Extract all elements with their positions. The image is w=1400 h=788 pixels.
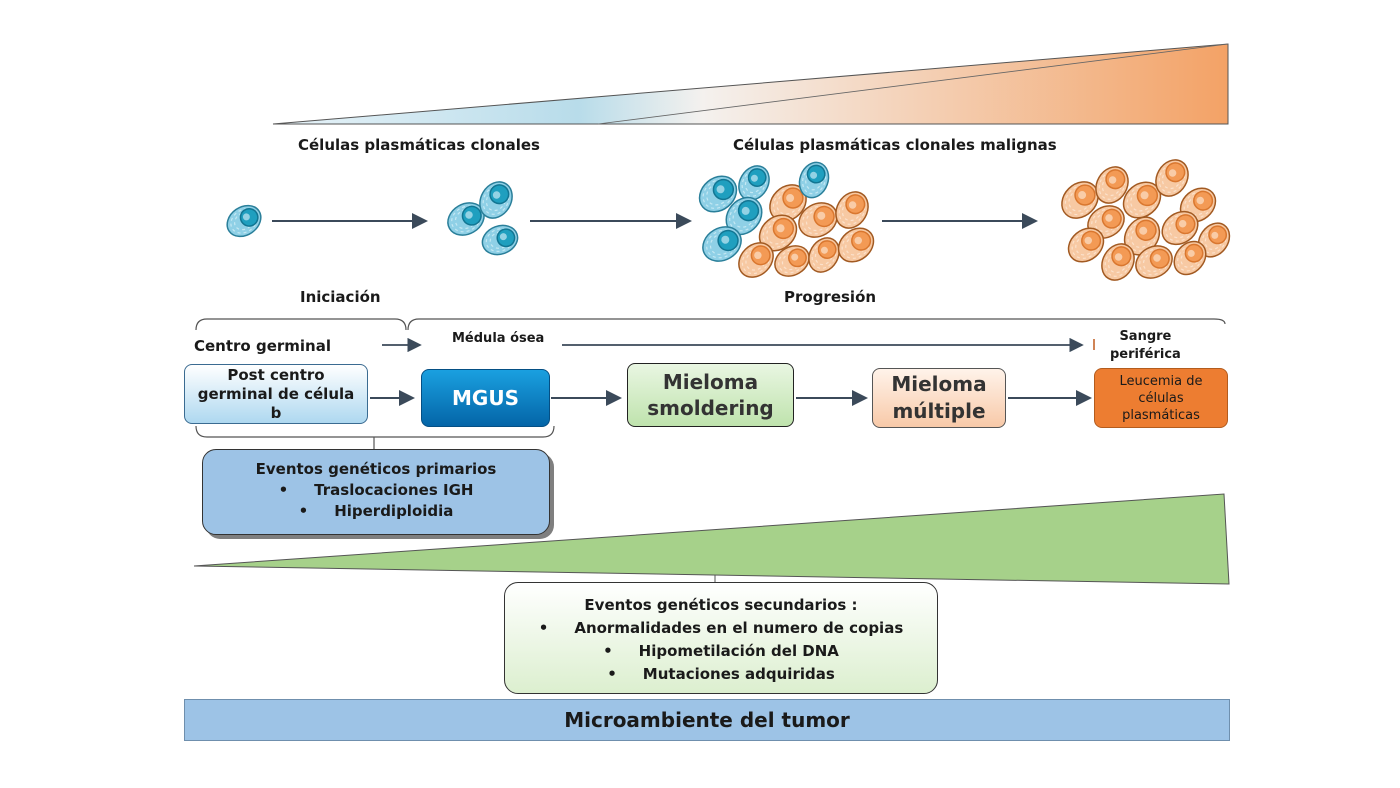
post-germinal-center-box: Post centro germinal de célula b <box>184 364 368 424</box>
clonal-plasma-cell <box>738 165 770 201</box>
mgus-box: MGUS <box>421 369 550 427</box>
malignant-plasma-cell <box>835 191 869 229</box>
malignant-plasma-cell <box>1095 166 1129 204</box>
secondary-event-item-text: Anormalidades en el numero de copias <box>574 619 904 637</box>
malignant-plasma-cell <box>837 227 875 263</box>
malignant-plasma-cell <box>1161 210 1199 246</box>
bullet-icon: • <box>538 619 549 637</box>
malignant-plasma-cell <box>798 202 838 238</box>
secondary-event-item: • Mutaciones adquiridas <box>505 663 937 686</box>
malignant-plasma-cell <box>1122 181 1162 219</box>
bone-marrow-label: Médula ósea <box>452 331 545 346</box>
multiple-myeloma-box: Mieloma múltiple <box>872 368 1006 428</box>
smoldering-myeloma-box: Mieloma smoldering <box>627 363 794 427</box>
malignant-plasma-cell <box>1061 181 1099 219</box>
primary-event-item: • Hiperdiploidia <box>203 501 549 522</box>
bullet-icon: • <box>298 502 309 520</box>
primary-events-title: Eventos genéticos primarios <box>255 460 497 478</box>
secondary-event-item: • Hipometilación del DNA <box>505 640 937 663</box>
germinal-center-label: Centro germinal <box>194 337 331 355</box>
malignant-plasma-cell <box>738 242 774 278</box>
primary-event-item-text: Traslocaciones IGH <box>314 481 474 499</box>
primary-events-bracket <box>195 425 555 438</box>
plasma-cell-leukemia-box: Leucemia de células plasmáticas <box>1094 368 1228 428</box>
secondary-event-item-text: Mutaciones adquiridas <box>642 665 835 683</box>
clonal-cells-label: Células plasmáticas clonales <box>298 136 540 154</box>
secondary-events-wedge <box>193 493 1230 585</box>
malignant-plasma-cell <box>774 245 810 277</box>
initiation-bracket <box>195 318 407 331</box>
bullet-icon: • <box>278 481 289 499</box>
clonal-plasma-cell <box>725 196 763 236</box>
secondary-event-item: • Anormalidades en el numero de copias <box>505 617 937 640</box>
bullet-icon: • <box>603 642 613 660</box>
clonal-plasma-cell <box>698 175 738 213</box>
primary-event-item-text: Hiperdiploidia <box>334 502 454 520</box>
clonal-plasma-cell <box>702 226 742 262</box>
malignant-plasma-cell <box>1123 216 1161 256</box>
malignant-cells-label: Células plasmáticas clonales malignas <box>733 136 1057 154</box>
clonal-plasma-cell <box>481 224 519 256</box>
malignant-plasma-cell <box>758 214 798 252</box>
bullet-icon: • <box>607 665 617 683</box>
progression-gradient-wedge <box>272 43 1229 125</box>
secondary-events-panel: Eventos genéticos secundarios : • Anormal… <box>504 582 938 694</box>
clonal-plasma-cell <box>798 161 830 199</box>
initiation-label: Iniciación <box>300 288 381 306</box>
secondary-event-item-text: Hipometilación del DNA <box>638 642 839 660</box>
malignant-plasma-cell <box>1067 227 1105 263</box>
clonal-plasma-cell <box>226 204 262 238</box>
primary-event-item: • Traslocaciones IGH <box>203 480 549 501</box>
malignant-plasma-cell <box>1155 159 1189 197</box>
clonal-plasma-cell <box>447 202 485 236</box>
peripheral-blood-label: Sangre periférica <box>1110 329 1181 362</box>
tumor-microenvironment-bar: Microambiente del tumor <box>184 699 1230 741</box>
malignant-plasma-cell <box>1135 245 1173 279</box>
progression-bracket <box>407 318 1226 331</box>
secondary-events-title: Eventos genéticos secundarios : <box>584 596 858 614</box>
malignant-plasma-cell <box>1101 243 1135 281</box>
progression-label: Progresión <box>784 288 877 306</box>
malignant-plasma-cell <box>769 184 807 222</box>
malignant-plasma-cell <box>808 237 840 273</box>
malignant-plasma-cell <box>1197 222 1231 258</box>
malignant-plasma-cell <box>1173 240 1207 276</box>
plasma-cells <box>226 159 1231 281</box>
primary-events-panel: Eventos genéticos primarios • Traslocacio… <box>202 449 550 535</box>
clonal-plasma-cell <box>479 181 513 219</box>
